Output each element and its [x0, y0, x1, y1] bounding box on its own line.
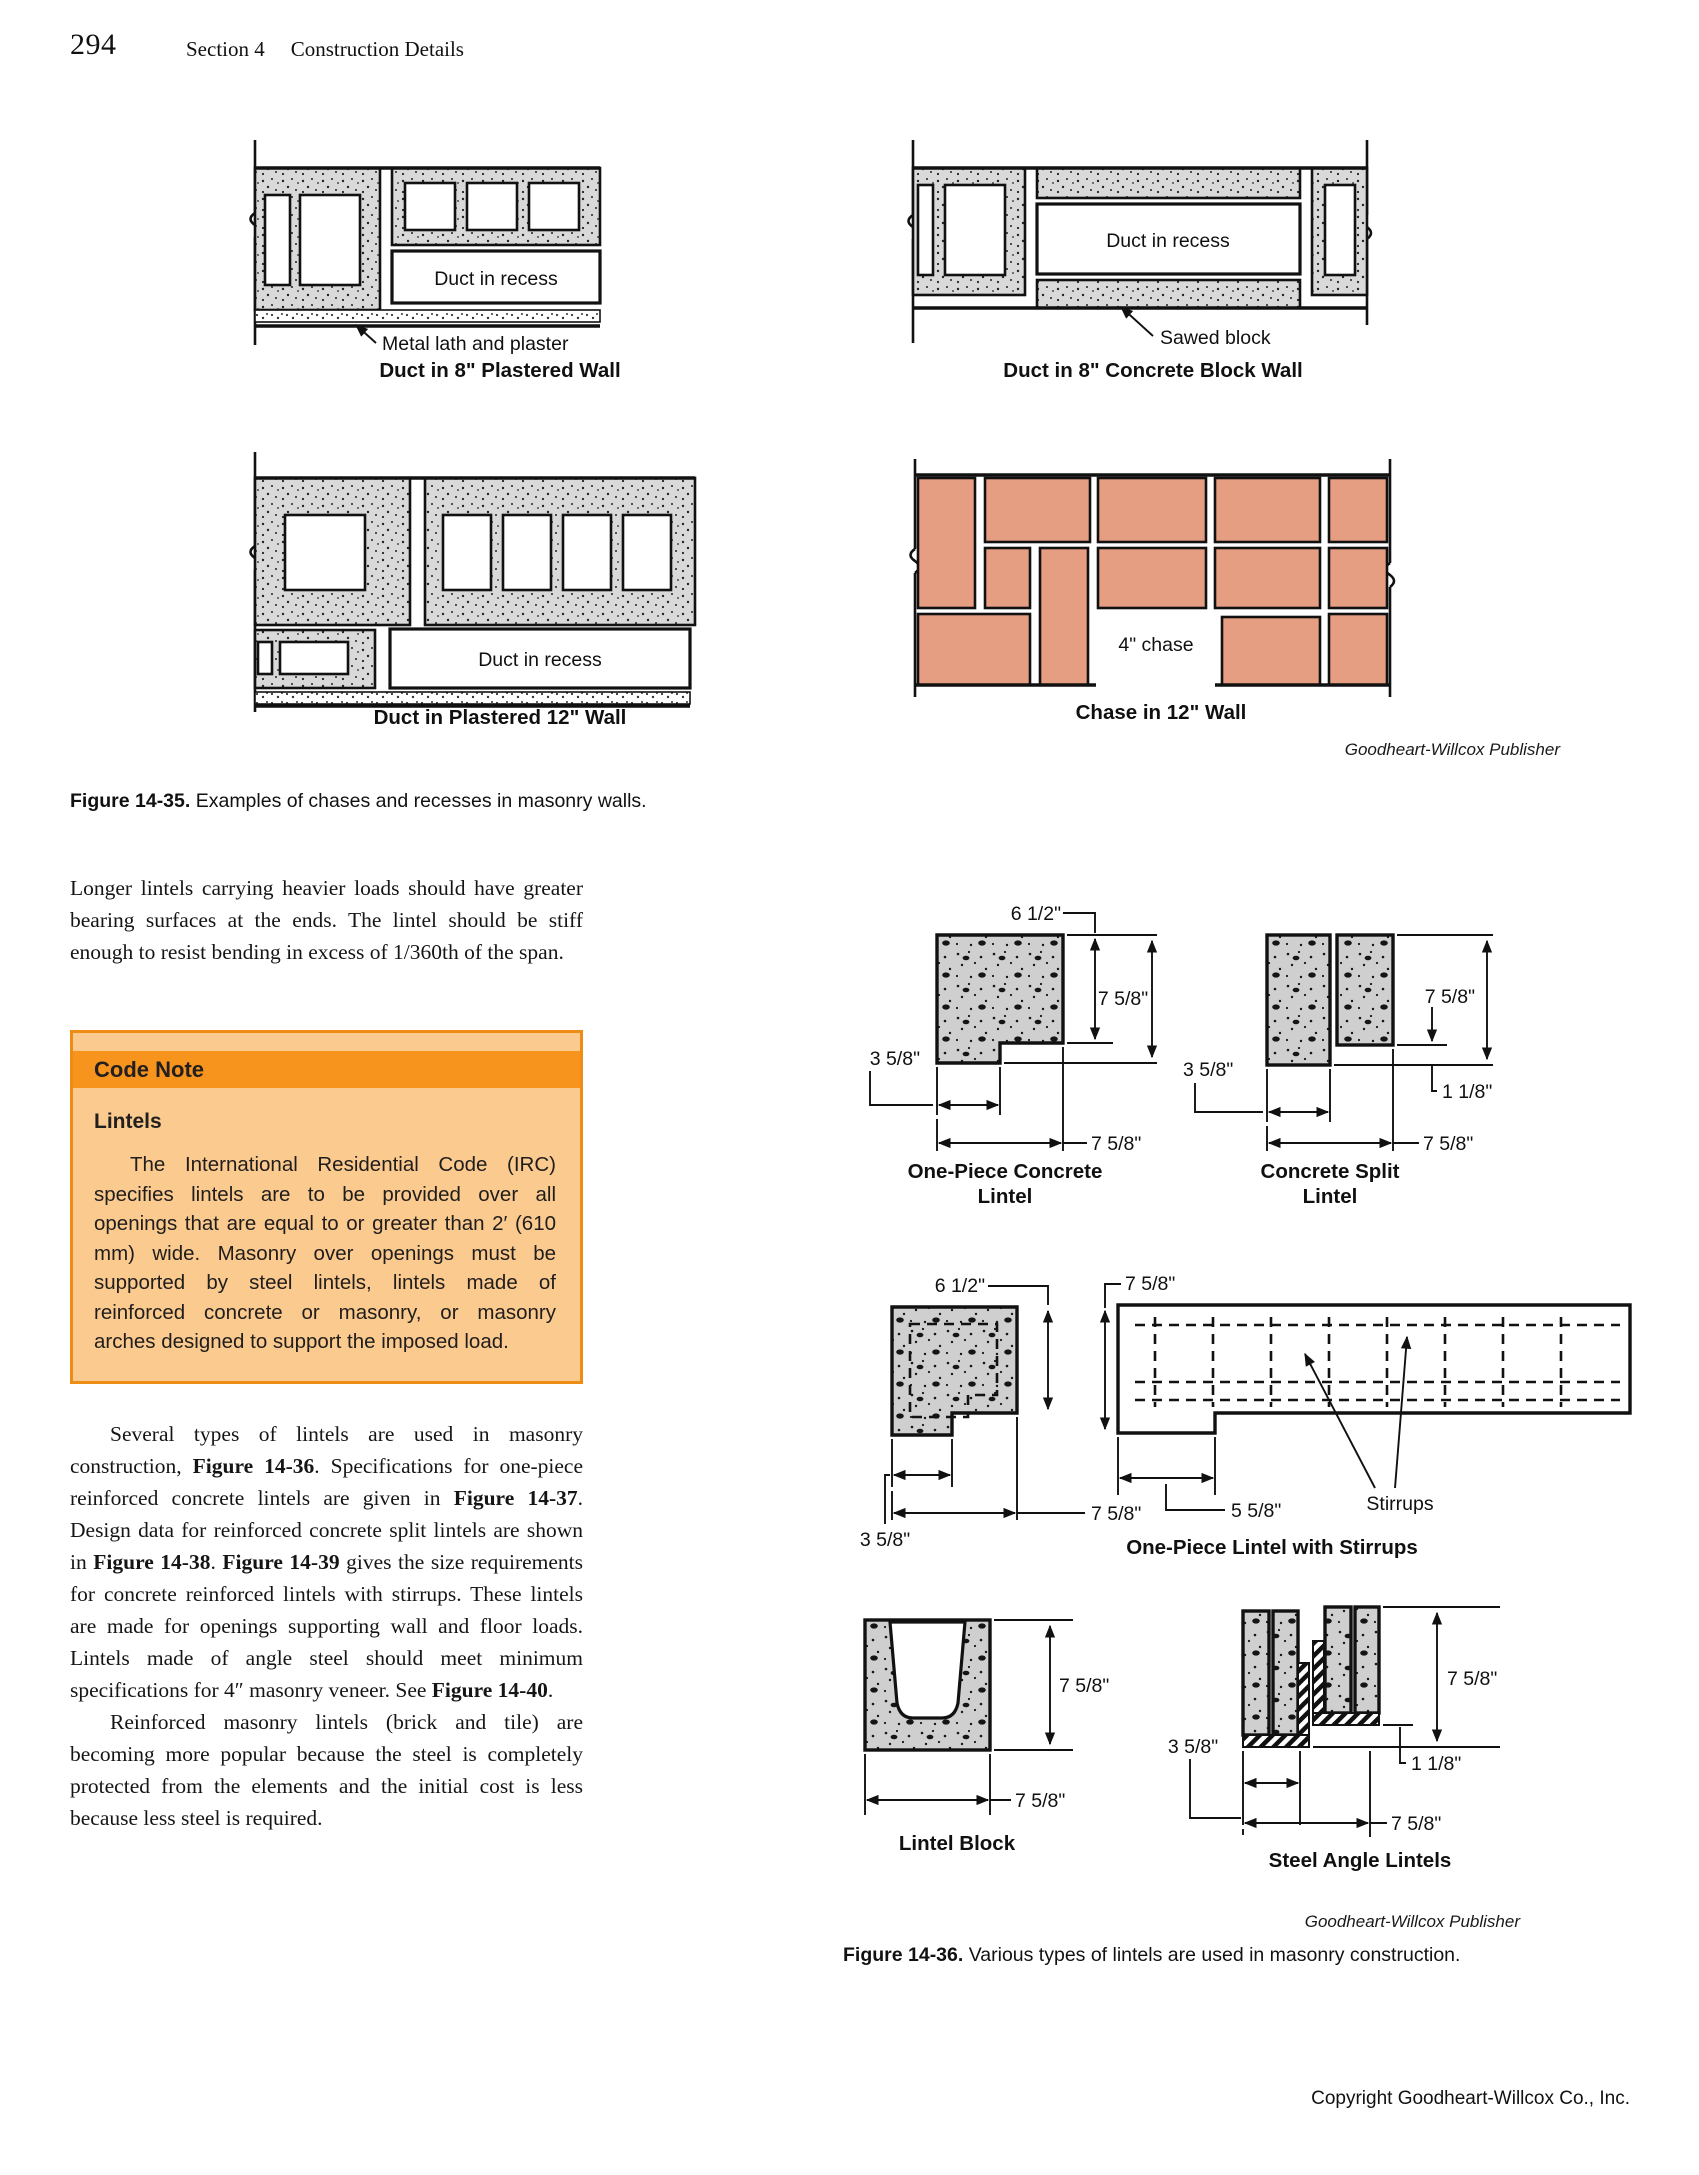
publisher-credit: Goodheart-Willcox Publisher: [1344, 740, 1560, 759]
dim-5-5-8: 5 5/8": [1231, 1500, 1281, 1522]
dim-3-5-8: 3 5/8": [870, 1048, 920, 1070]
diagram-title-line2: Lintel: [978, 1185, 1033, 1208]
code-note-content: Lintels The International Residential Co…: [73, 1088, 580, 1381]
dim-7-5-8-height: 7 5/8": [1125, 1273, 1175, 1295]
code-note-box: Code Note Lintels The International Resi…: [70, 1030, 583, 1384]
lintel-cross-section: [935, 933, 1065, 1065]
diagram-concrete-split-lintel: 7 5/8" 1 1/8" 3 5/8" 7 5/8" Concrete Spl…: [1183, 933, 1493, 1208]
figure-14-35-label: Figure 14-35.: [70, 790, 191, 812]
code-note-header: Code Note: [73, 1051, 580, 1088]
dim-7-5-8-height: 7 5/8": [1098, 988, 1148, 1010]
section-number: Section 4: [186, 37, 265, 61]
figure-14-35-caption: Figure 14-35. Examples of chases and rec…: [70, 789, 1170, 814]
dim-7-5-8-height: 7 5/8": [1447, 1668, 1497, 1690]
copyright-line: Copyright Goodheart-Willcox Co., Inc.: [1311, 2088, 1630, 2109]
brick-wall-plan: [909, 459, 1396, 697]
block-trough: [888, 1620, 967, 1720]
body-text-column: Longer lintels carrying heavier loads sh…: [70, 872, 583, 1834]
diagram-chase-12in-wall: 4" chase Chase in 12" Wall: [909, 459, 1396, 724]
wall-section-8in-plastered: [249, 140, 602, 345]
dim-7-5-8-height: 7 5/8": [1059, 1675, 1109, 1697]
dimension-lines: [869, 912, 1158, 1151]
dim-7-5-8-width: 7 5/8": [1391, 1813, 1441, 1835]
metal-lath-plaster-label: Metal lath and plaster: [382, 333, 569, 355]
diagram-lintel-block: 7 5/8" 7 5/8" Lintel Block: [863, 1618, 1109, 1855]
code-note-body: The International Residential Code (IRC)…: [94, 1153, 556, 1353]
diagram-duct-plastered-12in-wall: Duct in recess Duct in Plastered 12" Wal…: [249, 452, 697, 729]
chase-label: 4" chase: [1118, 634, 1193, 656]
diagram-title-line2: Lintel: [1303, 1185, 1358, 1208]
dim-3-5-8: 3 5/8": [860, 1529, 910, 1551]
lintel-elevation: [1116, 1303, 1632, 1435]
figure-14-36-label: Figure 14-36.: [843, 1944, 964, 1966]
paragraph-reinforced-masonry: Reinforced masonry lintels (brick and ti…: [70, 1709, 583, 1830]
diagram-duct-8in-plastered-wall: Duct in recess Metal lath and plaster Du…: [249, 140, 621, 382]
diagram-title-line1: One-Piece Concrete: [908, 1160, 1103, 1183]
split-lintel-right-piece: [1335, 933, 1395, 1047]
paragraph-lintel-bearing: Longer lintels carrying heavier loads sh…: [70, 876, 583, 964]
dim-1-1-8: 1 1/8": [1442, 1081, 1492, 1103]
dimension-lines: [884, 1283, 1412, 1524]
diagram-one-piece-concrete-lintel: 6 1/2" 7 5/8" 3 5/8" 7 5/8" One-Piece Co…: [869, 903, 1158, 1208]
lintel-cross-section: [890, 1305, 1019, 1437]
diagram-title-line1: Concrete Split: [1261, 1160, 1400, 1183]
callout-arrow: [1120, 306, 1154, 337]
dimension-lines: [864, 1619, 1073, 1815]
dim-1-1-8: 1 1/8": [1411, 1753, 1461, 1775]
dimension-lines: [1189, 1606, 1500, 1837]
stirrups-label: Stirrups: [1366, 1493, 1433, 1515]
section-title: Construction Details: [290, 37, 464, 61]
dimension-lines: [1194, 934, 1493, 1151]
figure-14-36-caption: Figure 14-36. Various types of lintels a…: [843, 1943, 1635, 1968]
diagram-title: Lintel Block: [899, 1832, 1016, 1855]
rebar-dashed-outline: [908, 1322, 999, 1419]
dim-7-5-8-width: 7 5/8": [1091, 1503, 1141, 1525]
duct-in-recess-label: Duct in recess: [1106, 230, 1230, 252]
figure-14-35-text: Examples of chases and recesses in mason…: [190, 790, 647, 812]
duct-in-recess-label: Duct in recess: [478, 649, 602, 671]
diagram-one-piece-lintel-with-stirrups: 6 1/2" 7 5/8" 3 5/8" 7 5/8" 5 5/8" Stirr…: [860, 1273, 1632, 1559]
dim-7-5-8-height: 7 5/8": [1425, 986, 1475, 1008]
diagram-title: Chase in 12" Wall: [1076, 701, 1247, 724]
code-note-subheading: Lintels: [94, 1110, 162, 1133]
publisher-credit: Goodheart-Willcox Publisher: [1304, 1912, 1520, 1931]
dim-3-5-8: 3 5/8": [1168, 1736, 1218, 1758]
diagram-title: One-Piece Lintel with Stirrups: [1126, 1536, 1418, 1559]
diagram-title: Duct in 8" Concrete Block Wall: [1003, 359, 1302, 382]
running-head: Section 4 Construction Details: [186, 37, 464, 62]
masonry-and-angles: [1241, 1605, 1381, 1748]
page-number: 294: [70, 28, 117, 61]
wall-section-8in-block: [907, 140, 1373, 343]
paragraph-lintel-types: Several types of lintels are used in mas…: [70, 1421, 584, 1702]
diagram-title: Duct in Plastered 12" Wall: [374, 706, 627, 729]
dim-6-1-2: 6 1/2": [1011, 903, 1061, 925]
dim-3-5-8: 3 5/8": [1183, 1059, 1233, 1081]
dim-7-5-8-width: 7 5/8": [1015, 1790, 1065, 1812]
diagram-steel-angle-lintels: 7 5/8" 1 1/8" 3 5/8" 7 5/8" Steel Angle …: [1168, 1605, 1500, 1872]
diagram-title: Duct in 8" Plastered Wall: [379, 359, 620, 382]
dim-7-5-8-width: 7 5/8": [1091, 1133, 1141, 1155]
split-lintel-left-piece: [1265, 933, 1332, 1067]
dim-6-1-2: 6 1/2": [935, 1275, 985, 1297]
callout-arrow: [355, 324, 377, 344]
duct-in-recess-label: Duct in recess: [434, 268, 558, 290]
diagram-title: Steel Angle Lintels: [1269, 1849, 1452, 1872]
sawed-block-label: Sawed block: [1160, 327, 1271, 349]
dim-7-5-8-width: 7 5/8": [1423, 1133, 1473, 1155]
wall-section-12in-plastered: [249, 452, 697, 712]
diagram-duct-8in-concrete-block-wall: Duct in recess Sawed block Duct in 8" Co…: [907, 140, 1373, 382]
figure-14-36-text: Various types of lintels are used in mas…: [963, 1944, 1461, 1966]
